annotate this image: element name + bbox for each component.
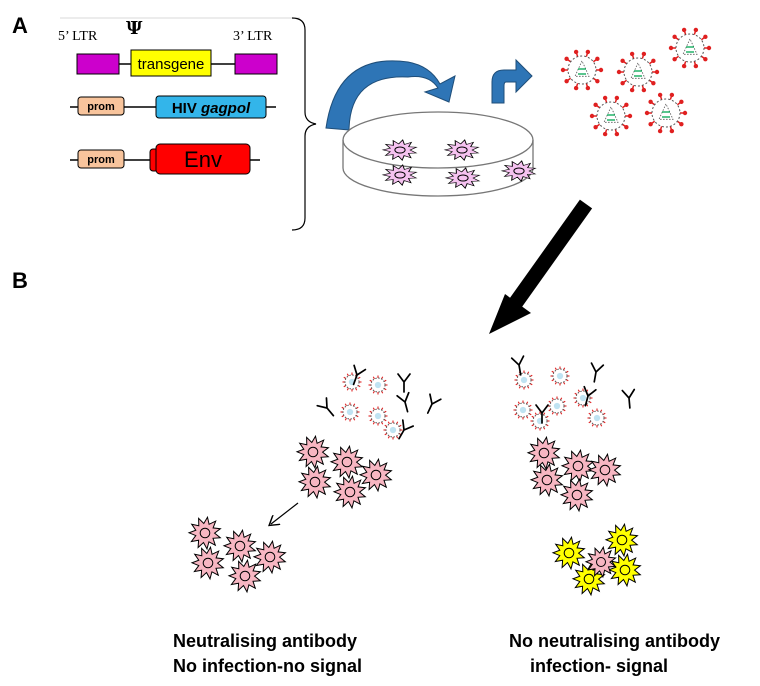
target-cell-uninfected xyxy=(227,558,262,594)
pseudovirus-particle xyxy=(514,370,534,390)
antibody xyxy=(583,385,597,407)
hiv-gagpol-box xyxy=(155,95,267,119)
pseudovirus-particle xyxy=(573,388,593,408)
target-cell-uninfected xyxy=(529,462,564,498)
prom-box-1 xyxy=(77,96,125,116)
panel-label-a: A xyxy=(12,13,28,38)
pseudovirus-particle xyxy=(513,400,533,420)
pseudovirus-particle xyxy=(587,408,607,428)
antibody xyxy=(621,388,636,409)
antibody xyxy=(510,355,525,376)
env-box xyxy=(155,143,251,175)
pseudovirus-particle xyxy=(383,420,403,440)
antibody xyxy=(398,419,415,440)
pseudovirus-particle xyxy=(560,49,604,91)
target-cell-uninfected xyxy=(358,457,393,493)
pseudovirus-particle xyxy=(340,402,360,422)
pseudovirus-particle xyxy=(547,396,567,416)
right-caption-line2: infection- signal xyxy=(530,656,668,676)
pseudovirus-particle xyxy=(616,51,660,93)
psi-label: Ψ xyxy=(126,18,143,39)
left-caption-line1: Neutralising antibody xyxy=(173,631,357,651)
pseudovirus-particle xyxy=(589,95,633,137)
petri-dish xyxy=(342,111,537,197)
producer-cell xyxy=(443,139,480,161)
env-label: Env xyxy=(184,147,222,172)
pseudovirus-particle xyxy=(368,375,388,395)
target-cell-uninfected xyxy=(587,452,622,488)
target-cell-uninfected xyxy=(222,528,257,564)
producer-cell xyxy=(381,164,418,186)
target-cell-uninfected xyxy=(329,444,364,480)
prom-box-2 xyxy=(77,149,125,169)
producer-cell xyxy=(444,167,481,189)
hiv-gagpol-label: HIV gagpol xyxy=(172,100,251,117)
antibody xyxy=(352,364,367,386)
antibody xyxy=(397,373,411,393)
producer-cell xyxy=(381,139,418,161)
hiv-prefix: HIV xyxy=(172,100,201,117)
pseudovirus-particle xyxy=(530,411,550,431)
target-cell-uninfected xyxy=(560,448,595,484)
target-cell-infected xyxy=(604,522,639,558)
pseudovirus-particles xyxy=(560,27,712,137)
antibody xyxy=(535,404,549,424)
prom-label-2: prom xyxy=(87,154,115,166)
target-cell-uninfected xyxy=(295,434,330,470)
panel-label-b: B xyxy=(12,268,28,293)
antibody xyxy=(316,397,335,417)
ltr5-label: 5’ LTR xyxy=(58,29,98,44)
target-cell-uninfected xyxy=(526,435,561,471)
target-cell-infected xyxy=(607,552,642,588)
pseudovirus-particle xyxy=(342,372,362,392)
target-cell-uninfected xyxy=(332,474,367,510)
gagpol-text: gagpol xyxy=(200,100,251,117)
target-cell-uninfected xyxy=(559,477,594,513)
transgene-box xyxy=(130,49,212,77)
antibody xyxy=(396,391,410,413)
producer-cell xyxy=(500,160,537,182)
antibody xyxy=(426,393,442,414)
pseudovirus-particle xyxy=(644,92,688,134)
target-cell-uninfected xyxy=(584,545,617,579)
pseudovirus-particle xyxy=(368,406,388,426)
target-cell-uninfected xyxy=(190,545,225,581)
target-cell-uninfected xyxy=(297,464,332,500)
transgene-label: transgene xyxy=(138,56,205,73)
virus-release-bent-arrow xyxy=(491,58,533,104)
prom-label-1: prom xyxy=(87,101,115,113)
target-cell-uninfected xyxy=(187,515,222,551)
pseudovirus-particle xyxy=(550,366,570,386)
neutralisation-assay xyxy=(187,355,642,597)
infection-blocked-arrow xyxy=(271,502,299,524)
left-caption-line2: No infection-no signal xyxy=(173,656,362,676)
transfection-curved-arrow xyxy=(325,60,456,131)
construct-group: 5’ LTR Ψ 3’ LTR transgene prom HIV gagpo… xyxy=(58,17,317,231)
antibody xyxy=(590,362,605,383)
large-black-arrow xyxy=(489,199,593,334)
ltr3-label: 3’ LTR xyxy=(233,29,273,44)
construct-bracket xyxy=(291,17,317,231)
target-cell-infected xyxy=(551,535,586,571)
ltr3-box xyxy=(234,53,278,75)
producer-cells xyxy=(381,139,537,189)
target-cell-uninfected xyxy=(252,539,287,575)
ltr5-box xyxy=(76,53,120,75)
right-caption-line1: No neutralising antibody xyxy=(509,631,720,651)
pseudovirus-particle xyxy=(668,27,712,69)
